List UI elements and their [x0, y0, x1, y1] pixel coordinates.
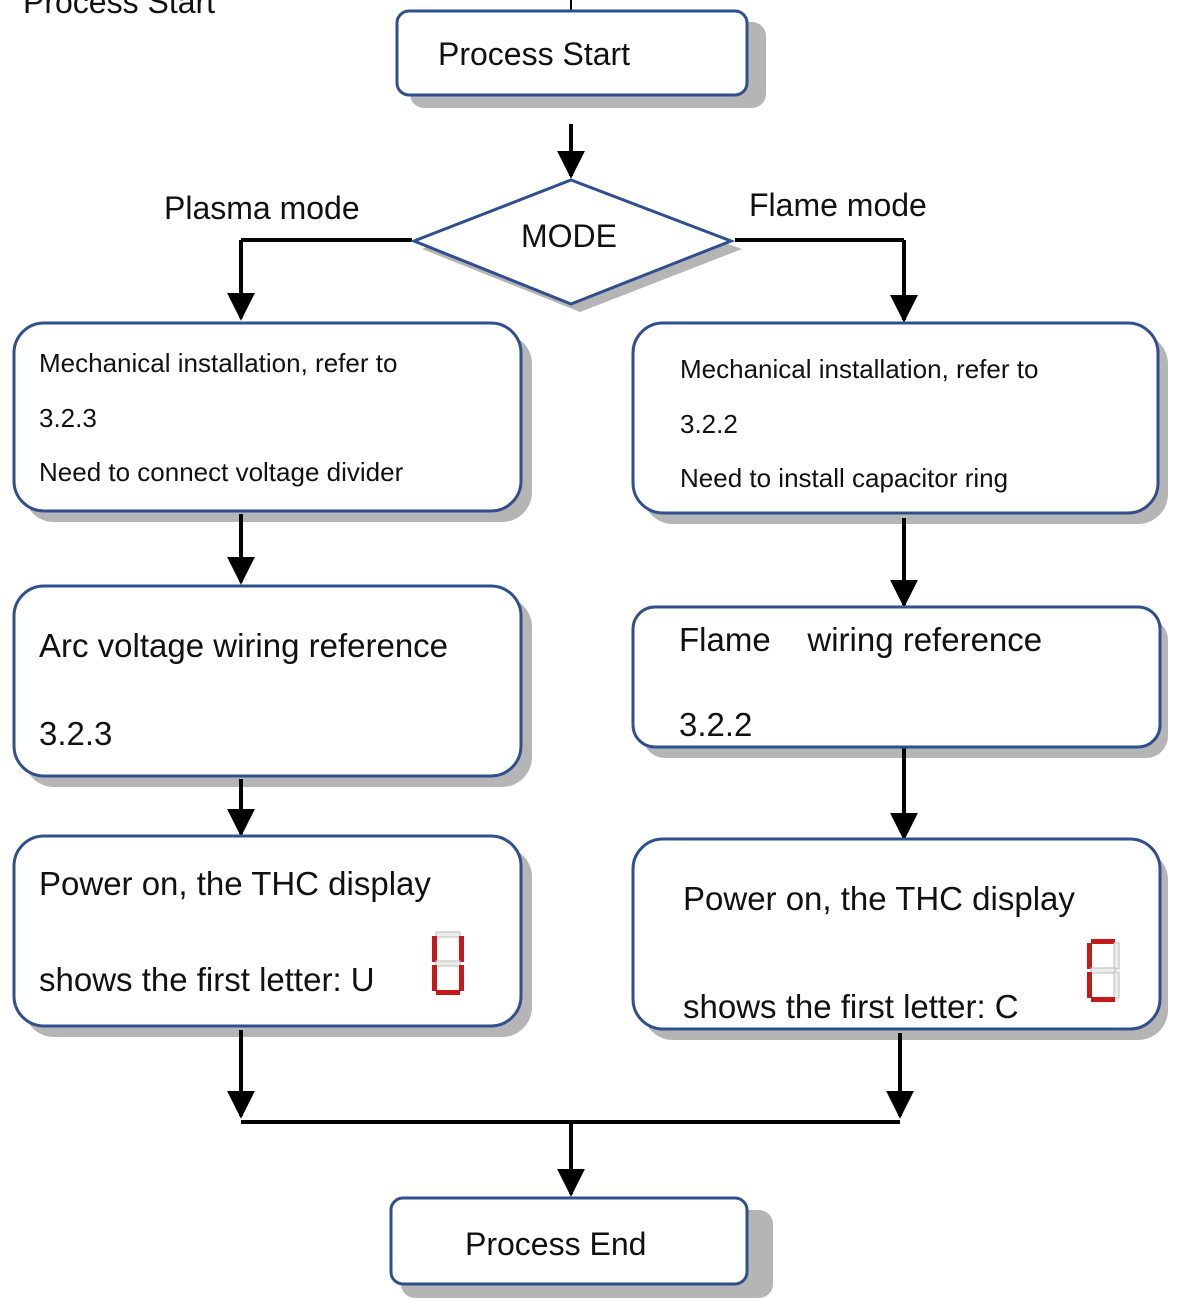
- install-right-line-3: Need to install capacitor ring: [680, 463, 1009, 493]
- end-label: Process End: [465, 1226, 647, 1262]
- seg-right-d: [1091, 997, 1115, 1002]
- end-box: [389, 1196, 749, 1286]
- seg-right-g: [1090, 967, 1116, 974]
- seg-left-c: [459, 965, 464, 991]
- power-right-line-1: Power on, the THC display: [683, 880, 1075, 917]
- seg-left-f: [432, 936, 437, 962]
- seg-right-a: [1091, 939, 1115, 944]
- seg-left-g: [435, 960, 461, 967]
- install-right-line-2: 3.2.2: [680, 409, 738, 439]
- install-right-box: [631, 321, 1160, 515]
- install-left-line-2: 3.2.3: [39, 403, 97, 433]
- start-label: Process Start: [438, 36, 631, 72]
- start-box: [395, 9, 749, 97]
- install-right-line-1: Mechanical installation, refer to: [680, 354, 1039, 384]
- power-right-line-2: shows the first letter: C: [683, 988, 1019, 1025]
- seg-right-e: [1087, 972, 1092, 998]
- power-right-box: [631, 837, 1162, 1031]
- power-left-line-2: shows the first letter: U: [39, 961, 375, 998]
- wiring-right-line-1: Flame wiring reference: [679, 621, 1043, 658]
- wiring-right-box: [631, 605, 1162, 749]
- wiring-left-box: [12, 584, 523, 778]
- seg-right-b: [1113, 942, 1120, 970]
- seg-left-e: [432, 965, 437, 991]
- seg-right-f: [1087, 943, 1092, 969]
- install-left-box: [12, 321, 523, 513]
- seven-segment-digit-right: [1087, 939, 1120, 1002]
- decision-diamond: [409, 178, 736, 306]
- branch-label-flame: Flame mode: [749, 187, 927, 223]
- seg-left-a: [435, 931, 461, 938]
- seg-right-c: [1113, 971, 1120, 999]
- corner-label: Process Start: [23, 0, 216, 20]
- install-left-line-1: Mechanical installation, refer to: [39, 348, 398, 378]
- wiring-left-line-1: Arc voltage wiring reference: [39, 627, 449, 664]
- branch-label-plasma: Plasma mode: [164, 190, 360, 226]
- seg-left-b: [459, 936, 464, 962]
- install-left-line-3: Need to connect voltage divider: [39, 457, 404, 487]
- seg-left-d: [436, 990, 460, 995]
- power-left-box: [12, 834, 523, 1028]
- power-left-line-1: Power on, the THC display: [39, 865, 431, 902]
- wiring-left-line-2: 3.2.3: [39, 715, 113, 752]
- wiring-right-line-2: 3.2.2: [679, 706, 753, 743]
- decision-label: MODE: [521, 218, 617, 254]
- seven-segment-digit-left: [432, 931, 464, 995]
